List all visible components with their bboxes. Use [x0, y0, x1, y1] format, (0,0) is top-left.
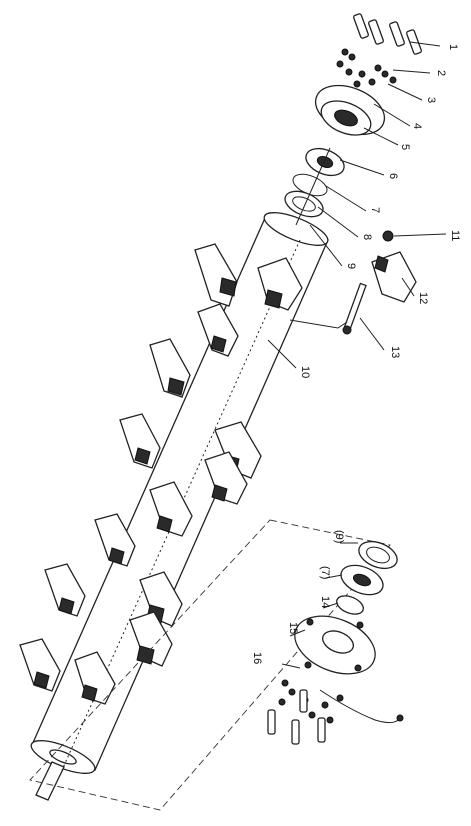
callout-15: 15 — [287, 622, 299, 634]
callout-7-inset: (7) — [319, 566, 331, 579]
flail-blade — [149, 481, 193, 537]
pin — [342, 282, 367, 335]
callout-7: 7 — [369, 207, 381, 213]
flail-blade — [197, 303, 239, 357]
lock-nut — [382, 230, 394, 242]
fastener-set — [267, 679, 344, 745]
callout-9: 9 — [345, 263, 357, 269]
callout-14: 14 — [319, 596, 331, 608]
callout-16: 16 — [251, 652, 263, 664]
callout-2: 2 — [435, 70, 447, 76]
callout-9-inset: (9) — [333, 530, 345, 543]
seal-ring — [284, 190, 324, 218]
callout-10: 10 — [299, 366, 311, 378]
flail-blade — [194, 243, 238, 307]
flange-housing — [314, 84, 386, 136]
flail-blade — [129, 611, 173, 667]
callout-1: 1 — [447, 44, 459, 50]
spare-flail-blade — [371, 251, 417, 303]
callout-11: 11 — [449, 230, 461, 241]
callout-12: 12 — [417, 292, 429, 304]
flail-blade — [149, 338, 191, 398]
callout-4: 4 — [411, 123, 423, 129]
bearing-inset — [340, 564, 384, 596]
flail-blade — [94, 513, 136, 567]
flail-blade — [44, 563, 86, 617]
callout-labels: 1 2 3 4 5 6 7 8 9 10 11 12 13 14 15 16 (… — [251, 44, 461, 664]
bolt-set — [353, 13, 422, 55]
bearing-assembly-top — [284, 13, 422, 226]
callout-13: 13 — [389, 346, 401, 358]
bearing-assembly-bottom — [29, 519, 404, 811]
flail-blade — [119, 413, 161, 469]
seal-ring-inset — [358, 540, 398, 570]
flail-blade — [19, 638, 61, 692]
spacer-ring — [336, 595, 364, 615]
callout-8: 8 — [361, 234, 373, 240]
washer-set — [336, 48, 397, 88]
flail-blade — [74, 651, 116, 705]
flail-blades — [19, 243, 303, 705]
leader-lines — [267, 41, 447, 669]
callout-3: 3 — [425, 97, 437, 103]
flail-blade — [257, 257, 303, 311]
callout-6: 6 — [387, 173, 399, 179]
bearing — [305, 147, 345, 177]
sensor-cable — [319, 689, 404, 724]
flange-plate — [294, 615, 376, 675]
callout-5: 5 — [399, 144, 411, 150]
flail-blade — [204, 451, 248, 505]
spare-blade-group — [289, 230, 417, 335]
